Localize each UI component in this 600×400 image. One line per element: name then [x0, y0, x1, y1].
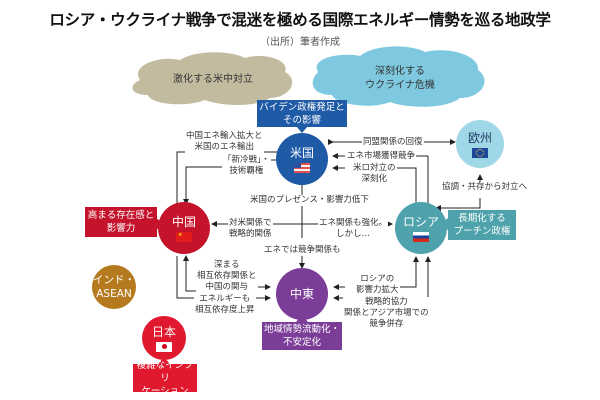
- relation-china-me-deep-line1: 深まる: [214, 260, 240, 270]
- callout-china-line1: 高まる存在感と: [87, 210, 155, 221]
- relation-russia-me-coop: 戦略的協力 関係とアジア市場での 競争併存: [343, 297, 430, 330]
- node-china-name: 中国: [171, 214, 196, 229]
- cloud-label-ukraine-line1: 深刻化する: [375, 66, 425, 77]
- cloud-ukraine: [312, 46, 485, 107]
- node-us: 米国: [276, 133, 328, 185]
- callout-russia: 長期化する プーチン政権: [448, 210, 516, 240]
- node-china: 中国 ★: [158, 202, 210, 254]
- relation-us-presence: 米国のプレゼンス・影響力低下: [249, 195, 370, 206]
- japan-flag-icon: [156, 341, 172, 352]
- callout-japan: 複雑なインプリ ケーション: [133, 360, 197, 397]
- relation-russia-energy-line1: エネ関係も強化。: [319, 218, 388, 228]
- callout-china: 高まる存在感と 影響力: [85, 207, 157, 237]
- cloud-label-ukraine: 深刻化する ウクライナ危機: [345, 65, 455, 93]
- node-india-asean: インド・ ASEAN: [92, 265, 136, 309]
- relation-europe-russia: 協調・共存から対立へ: [441, 182, 529, 193]
- relation-new-cold-war: 「新冷戦」・ 技術覇権: [222, 155, 271, 177]
- relation-china-me-deep: 深まる 相互依存関係と 中国の関与: [196, 260, 258, 293]
- node-india-asean-line2: ASEAN: [96, 288, 132, 300]
- relation-energy-market: エネ市場獲得競争: [346, 151, 417, 162]
- node-europe: 欧州: [456, 120, 504, 168]
- relation-us-russia-line2: 深刻化: [361, 174, 388, 184]
- relation-china-strategic-line1: 対米関係で: [229, 218, 272, 228]
- callout-china-line2: 影響力: [106, 223, 136, 234]
- node-middle-east-name: 中東: [289, 287, 314, 301]
- callout-us-line2: その影響: [282, 114, 321, 126]
- eu-flag-icon: [472, 147, 488, 158]
- callout-russia-line2: プーチン政権: [453, 226, 511, 237]
- cloud-us-china: [132, 52, 293, 105]
- callout-us-line1: バイデン政権発足と: [259, 101, 345, 113]
- relation-russia-influence-line1: ロシアの: [360, 274, 395, 284]
- relation-china-me-energy-line1: エネルギーも: [199, 294, 251, 304]
- relation-new-cold-war-line2: 技術覇権: [229, 166, 264, 176]
- node-russia-name: ロシア: [402, 214, 439, 229]
- node-middle-east: 中東: [276, 268, 328, 320]
- node-japan: 日本: [142, 316, 186, 360]
- us-flag-icon: [294, 162, 310, 173]
- arrow-russia-coop: [400, 256, 431, 299]
- relation-russia-influence: ロシアの 影響力拡大: [355, 274, 400, 296]
- callout-russia-line1: 長期化する: [458, 213, 506, 224]
- callout-me-line2: 不安定化: [282, 337, 321, 348]
- relation-china-us-energy: 中国エネ輸入拡大と 米国のエネ輸出: [185, 131, 264, 153]
- relation-new-cold-war-line1: 「新冷戦」・: [223, 155, 270, 165]
- node-us-name: 米国: [289, 145, 314, 160]
- relation-us-europe: 同盟関係の回復: [362, 137, 424, 148]
- russia-flag-icon: [413, 231, 429, 242]
- relation-china-us-energy-line2: 米国のエネ輸出: [194, 142, 255, 152]
- relation-russia-energy: エネ関係も強化。 しかし…: [318, 218, 389, 240]
- page-title: ロシア・ウクライナ戦争で混迷を極める国際エネルギー情勢を巡る地政学: [49, 11, 551, 29]
- callout-japan-line1: 複雑なインプリ: [136, 359, 194, 384]
- relation-energy-competition: エネでは競争関係も: [263, 245, 342, 256]
- relation-china-me-energy-line2: 相互依存度上昇: [195, 305, 255, 315]
- node-japan-name: 日本: [151, 324, 176, 339]
- relation-china-strategic-line2: 戦略的関係: [229, 229, 272, 239]
- node-india-asean-line1: インド・: [93, 274, 135, 286]
- relation-china-strategic: 対米関係で 戦略的関係: [228, 218, 273, 240]
- node-europe-name: 欧州: [467, 130, 492, 145]
- relation-russia-me-coop-line1: 戦略的協力: [365, 297, 408, 307]
- relation-russia-me-coop-line2: 関係とアジア市場での: [344, 308, 429, 318]
- relation-china-me-deep-line3: 中国の関与: [205, 282, 249, 292]
- relation-us-russia: 米ロ対立の 深刻化: [352, 163, 397, 185]
- cloud-label-ukraine-line2: ウクライナ危機: [365, 80, 435, 91]
- callout-us: バイデン政権発足と その影響: [257, 100, 347, 127]
- relation-russia-influence-line2: 影響力拡大: [356, 285, 399, 295]
- relation-russia-me-coop-line3: 競争併存: [369, 319, 404, 329]
- china-flag-icon: ★: [176, 231, 192, 242]
- callout-pointer-japan: [158, 357, 170, 364]
- relation-china-us-energy-line1: 中国エネ輸入拡大と: [186, 131, 263, 141]
- node-russia: ロシア: [395, 202, 447, 254]
- relation-china-me-energy: エネルギーも 相互依存度上昇: [194, 294, 256, 316]
- callout-me-line1: 地域情勢流動化・: [263, 324, 340, 335]
- arrow-europe-russia: [435, 198, 481, 211]
- arrow-new-cold-war-china: [183, 166, 222, 205]
- relation-russia-energy-line2: しかし…: [336, 229, 371, 239]
- callout-pointer-us: [296, 126, 308, 133]
- source-note: （出所）筆者作成: [260, 37, 340, 48]
- relation-us-russia-line1: 米ロ対立の: [353, 163, 396, 173]
- relation-china-me-deep-line2: 相互依存関係と: [197, 271, 257, 281]
- cloud-label-us-china: 激化する米中対立: [173, 74, 253, 85]
- callout-middle-east: 地域情勢流動化・ 不安定化: [262, 322, 342, 350]
- arrow-russia-influence: [398, 256, 419, 288]
- callout-japan-line2: ケーション: [141, 385, 189, 397]
